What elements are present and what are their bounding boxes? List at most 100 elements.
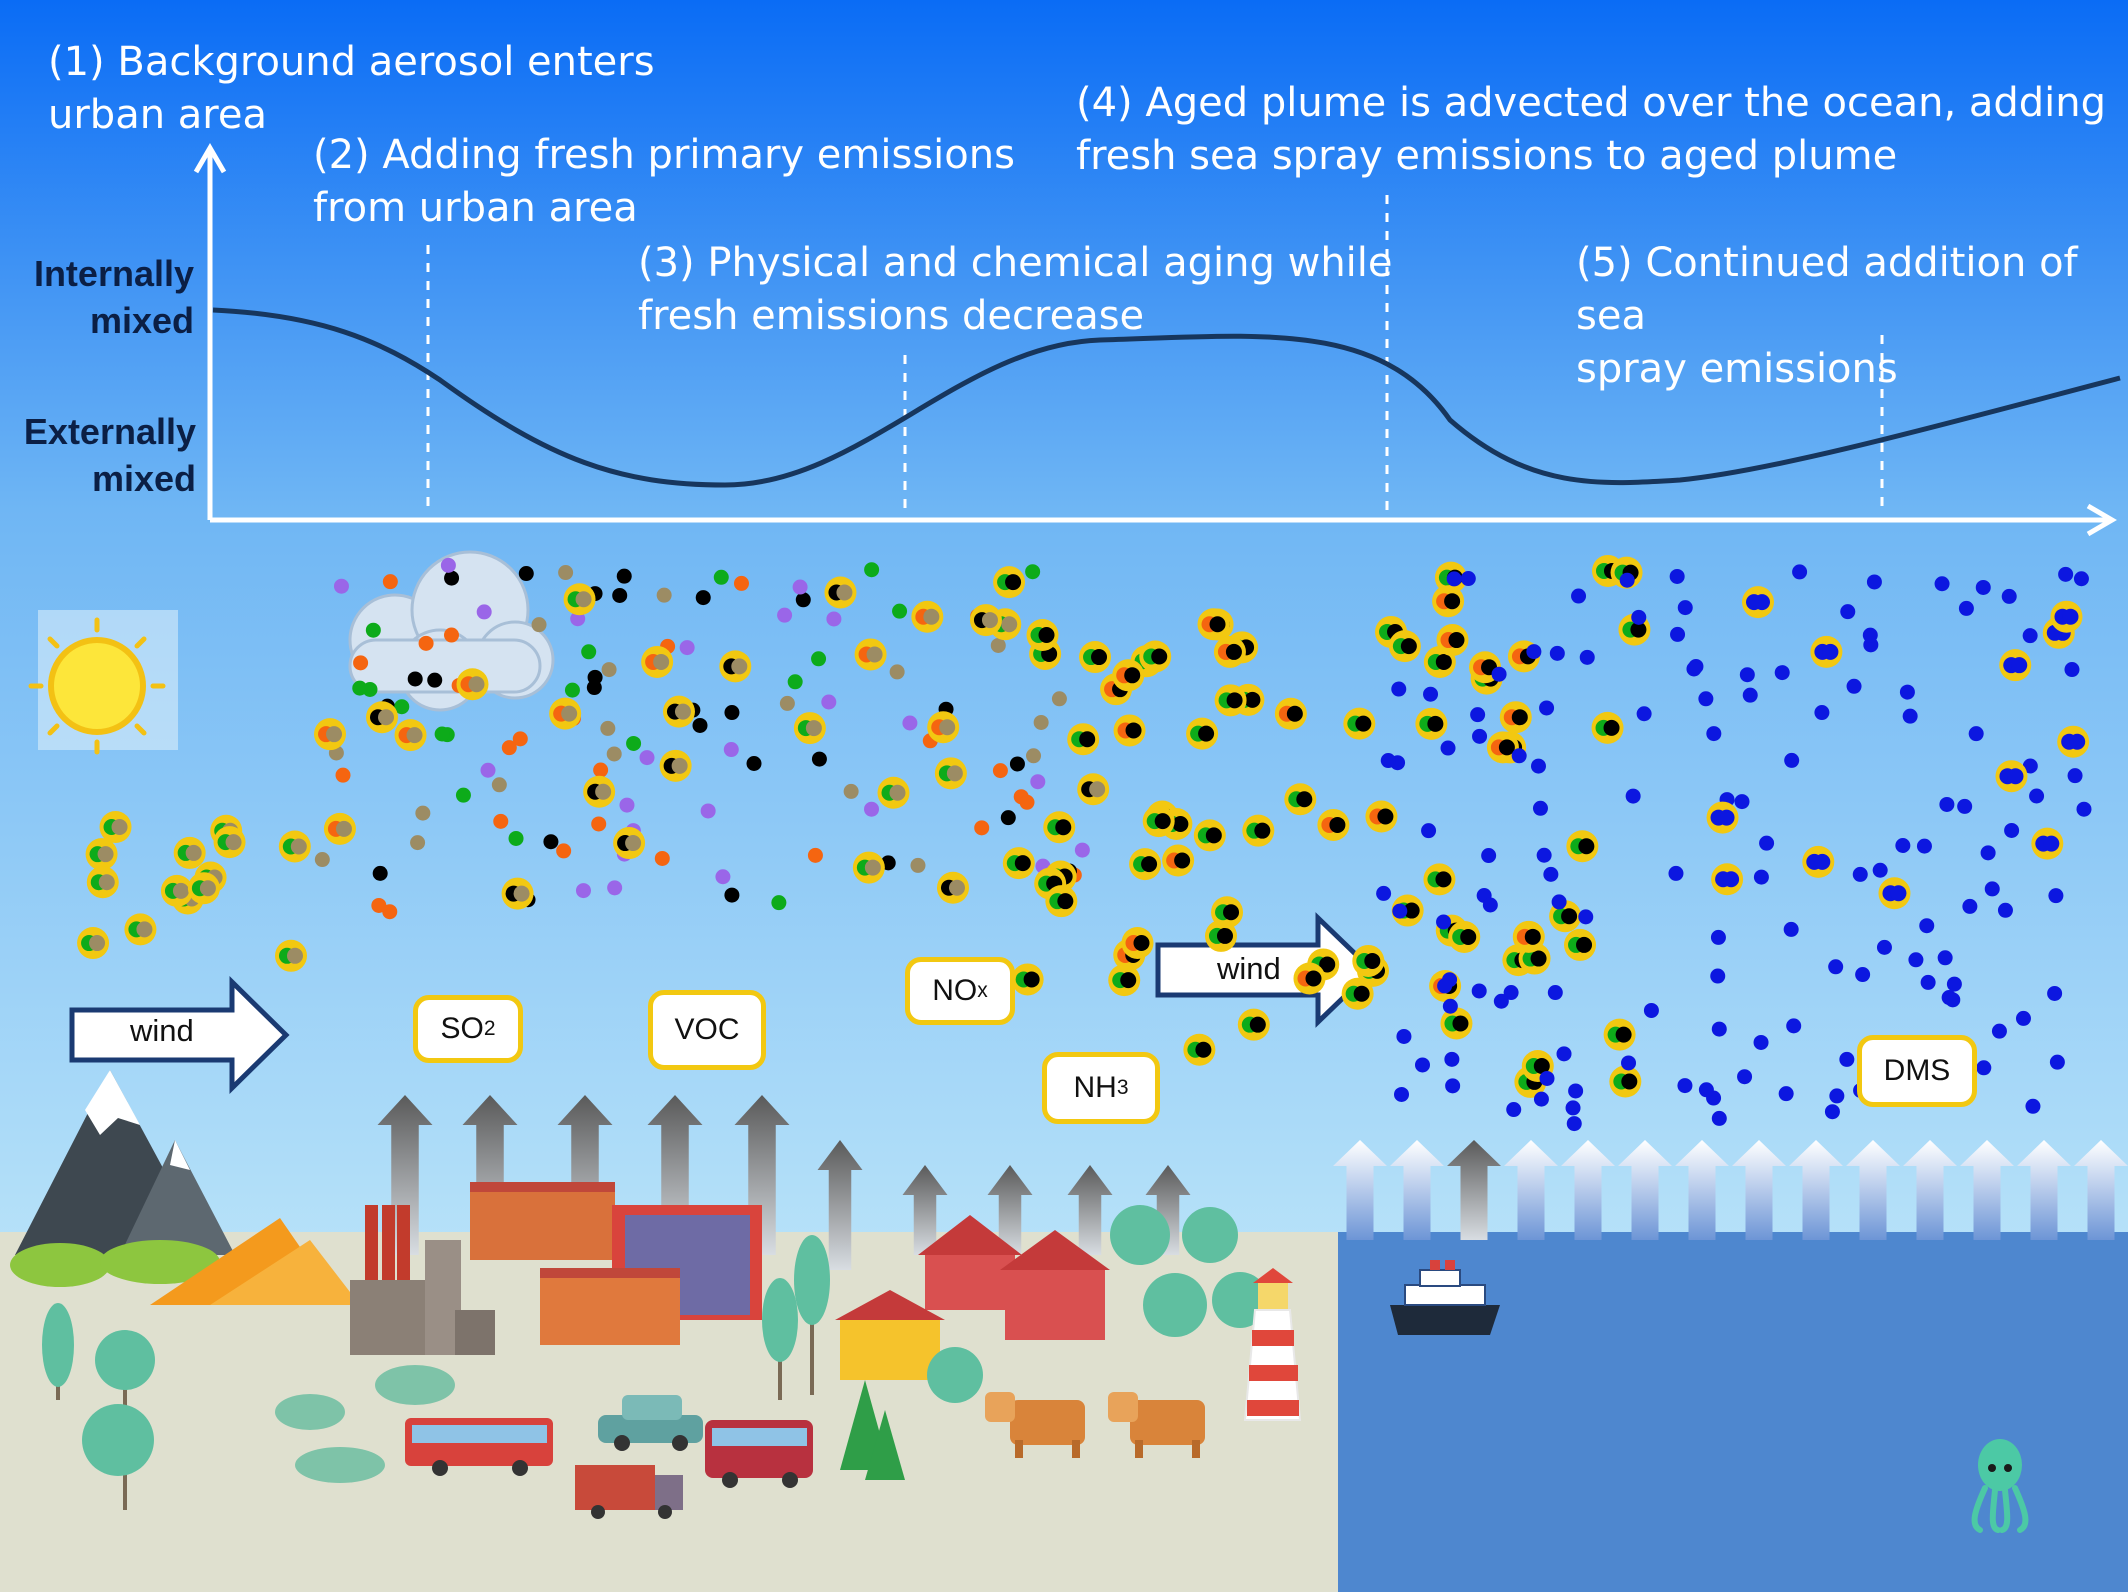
externally-mixed-particle	[353, 655, 369, 671]
externally-mixed-particle	[843, 783, 859, 799]
particle-core	[671, 757, 688, 774]
externally-mixed-particle	[692, 717, 708, 733]
externally-mixed-particle	[518, 566, 534, 582]
externally-mixed-particle	[443, 627, 459, 643]
externally-mixed-particle	[1533, 1091, 1549, 1107]
particle-core	[1427, 715, 1444, 732]
externally-mixed-particle	[1829, 1088, 1845, 1104]
particle-core	[923, 608, 940, 625]
externally-mixed-particle	[564, 682, 580, 698]
wind-text: wind	[130, 1013, 194, 1048]
ship-icon	[1390, 1260, 1500, 1335]
externally-mixed-particle	[1862, 627, 1878, 643]
externally-mixed-particle	[1625, 788, 1641, 804]
sun-icon	[28, 610, 178, 755]
particle-core	[1223, 904, 1240, 921]
emission-arrow-icon	[902, 1165, 948, 1255]
externally-mixed-particle	[612, 587, 628, 603]
particle-core	[1209, 616, 1226, 633]
externally-mixed-particle	[1571, 588, 1587, 604]
externally-mixed-particle	[1033, 714, 1049, 730]
externally-mixed-particle	[1975, 579, 1991, 595]
externally-mixed-particle	[1491, 666, 1507, 682]
particle-core	[1364, 952, 1381, 969]
externally-mixed-particle	[1543, 866, 1559, 882]
particle-core	[2007, 768, 2024, 785]
externally-mixed-particle	[1920, 974, 1936, 990]
particle-core	[1319, 956, 1336, 973]
particle-core	[1524, 928, 1541, 945]
externally-mixed-particle	[1855, 967, 1871, 983]
externally-mixed-particle	[434, 726, 450, 742]
externally-mixed-particle	[543, 834, 559, 850]
externally-mixed-particle	[792, 579, 808, 595]
particle-core	[89, 935, 106, 952]
factory-icon	[350, 1205, 495, 1355]
externally-mixed-particle	[777, 607, 793, 623]
externally-mixed-particle	[654, 850, 670, 866]
externally-mixed-particle	[1440, 740, 1456, 756]
externally-mixed-particle	[575, 883, 591, 899]
externally-mixed-particle	[1976, 1060, 1992, 1076]
externally-mixed-particle	[1698, 691, 1714, 707]
externally-mixed-particle	[1939, 796, 1955, 812]
externally-mixed-particle	[1423, 686, 1439, 702]
externally-mixed-particle	[1686, 661, 1702, 677]
externally-mixed-particle	[1753, 1034, 1769, 1050]
externally-mixed-particle	[695, 590, 711, 606]
externally-mixed-particle	[1009, 756, 1025, 772]
particle-core	[625, 835, 642, 852]
externally-mixed-particle	[1866, 574, 1882, 590]
externally-mixed-particle	[1908, 952, 1924, 968]
externally-mixed-particle	[1759, 835, 1775, 851]
particle-core	[1576, 936, 1593, 953]
emission-arrow-icon	[2017, 1140, 2071, 1240]
externally-mixed-particle	[601, 662, 617, 678]
particle-core	[1448, 632, 1465, 649]
externally-mixed-particle	[902, 715, 918, 731]
particle-core	[1001, 616, 1018, 633]
externally-mixed-particle	[1814, 705, 1830, 721]
externally-mixed-particle	[2022, 758, 2038, 774]
particle-core	[111, 819, 128, 836]
externally-mixed-particle	[1668, 865, 1684, 881]
externally-mixed-particle	[679, 640, 695, 656]
particle-core	[674, 703, 691, 720]
externally-mixed-particle	[427, 672, 443, 688]
particle-core	[575, 591, 592, 608]
externally-mixed-particle	[1000, 810, 1016, 826]
wind-text: wind	[1217, 951, 1281, 986]
particle-core	[1254, 822, 1271, 839]
externally-mixed-particle	[1916, 838, 1932, 854]
externally-mixed-particle	[733, 575, 749, 591]
gas-label-voc: VOC	[648, 990, 766, 1070]
externally-mixed-particle	[607, 880, 623, 896]
externally-mixed-particle	[811, 751, 827, 767]
emission-arrow-icon	[1504, 1140, 1558, 1240]
gas-formula: NH	[1073, 1071, 1117, 1104]
externally-mixed-particle	[1568, 1083, 1584, 1099]
tree-icon	[42, 1205, 1268, 1510]
externally-mixed-particle	[444, 570, 460, 586]
externally-mixed-particle	[2001, 588, 2017, 604]
externally-mixed-particle	[501, 740, 517, 756]
particle-core	[1452, 1015, 1469, 1032]
externally-mixed-particle	[713, 569, 729, 585]
particle-core	[290, 838, 307, 855]
particle-core	[1533, 1058, 1550, 1075]
y-axis-label-internally-mixed: Internally mixed	[33, 253, 194, 341]
externally-mixed-particle	[1778, 1086, 1794, 1102]
externally-mixed-particle	[1539, 700, 1555, 716]
externally-mixed-particle	[1391, 681, 1407, 697]
externally-mixed-particle	[1025, 564, 1041, 580]
externally-mixed-particle	[2064, 662, 2080, 678]
externally-mixed-particle	[1824, 1104, 1840, 1120]
externally-mixed-particle	[1547, 985, 1563, 1001]
sea-spray-emission-arrows	[1333, 1140, 2128, 1240]
externally-mixed-particle	[2004, 822, 2020, 838]
externally-mixed-particle	[1074, 842, 1090, 858]
gas-subscript: 3	[1116, 1076, 1129, 1099]
